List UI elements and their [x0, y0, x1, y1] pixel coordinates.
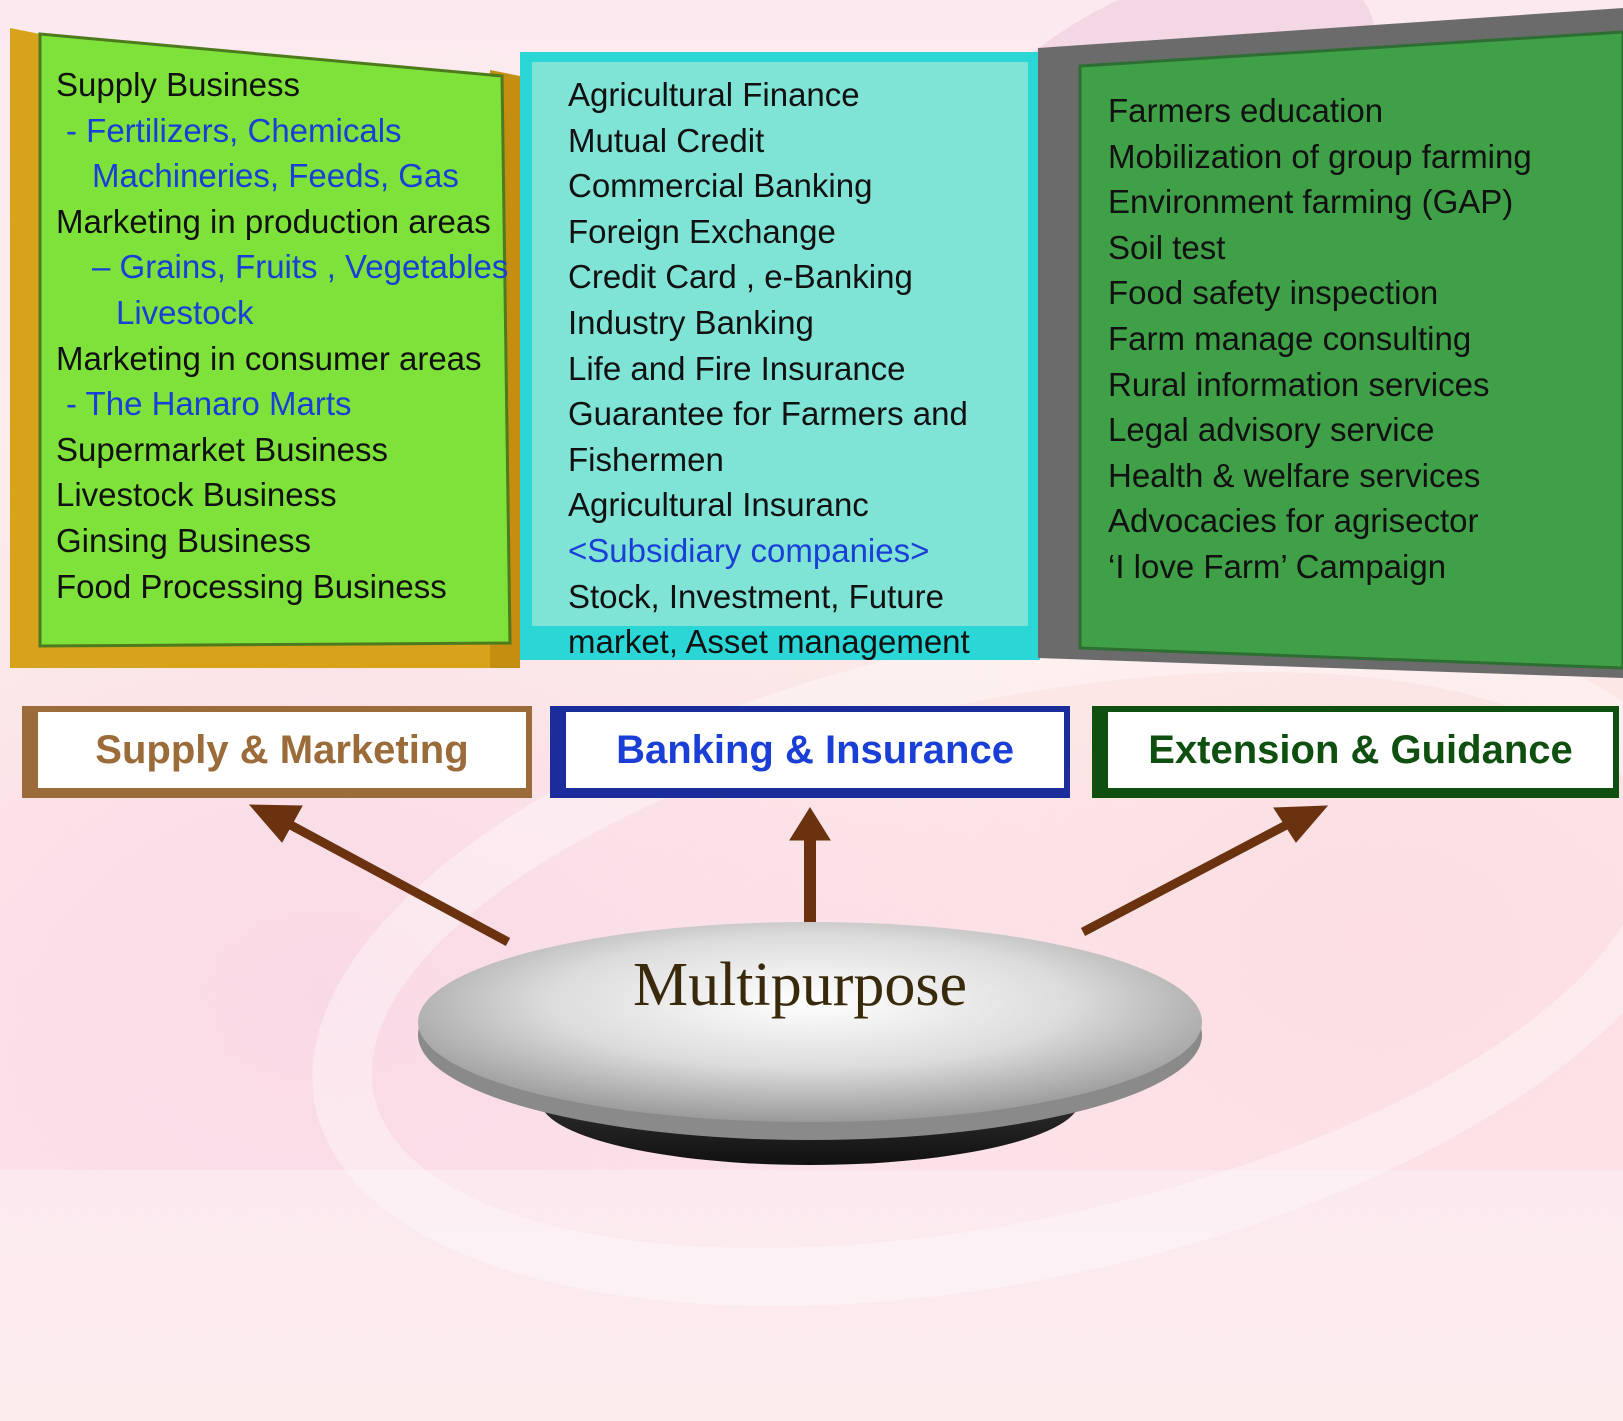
supply-item-11: Food Processing Business	[56, 567, 447, 605]
supply-item-7: - The Hanaro Marts	[66, 385, 352, 423]
extension-item-5: Farm manage consulting	[1108, 319, 1472, 357]
multipurpose-label: Multipurpose	[632, 951, 968, 1019]
banking-item-11: Stock, Investment, Future	[568, 577, 944, 615]
banking-item-10: <Subsidiary companies>	[568, 531, 930, 569]
multipurpose-disc	[418, 922, 1202, 1165]
supply-item-3: Marketing in production areas	[56, 202, 491, 240]
extension-item-1: Mobilization of group farming	[1108, 137, 1532, 175]
supply-panel-frame	[10, 28, 520, 668]
extension-item-7: Legal advisory service	[1108, 411, 1435, 449]
banking-item-6: Life and Fire Insurance	[568, 349, 906, 387]
supply-item-1: - Fertilizers, Chemicals	[66, 111, 402, 149]
extension-guidance-label-text: Extension & Guidance	[1148, 727, 1573, 772]
banking-item-5: Industry Banking	[568, 303, 814, 341]
supply-item-4: – Grains, Fruits , Vegetables	[92, 248, 509, 286]
banking-item-0: Agricultural Finance	[568, 76, 860, 113]
banking-item-3: Foreign Exchange	[568, 212, 836, 250]
banking-item-1: Mutual Credit	[568, 121, 765, 159]
supply-marketing-panel: Supply Business - Fertilizers, Chemicals…	[10, 28, 520, 668]
supply-marketing-label-text: Supply & Marketing	[95, 727, 469, 772]
extension-guidance-panel: Farmers education Mobilization of group …	[1038, 8, 1623, 678]
banking-item-9: Agricultural Insuranc	[568, 486, 869, 524]
banking-item-12: market, Asset management	[568, 623, 970, 661]
extension-item-3: Soil test	[1108, 228, 1226, 266]
banking-insurance-label-text: Banking & Insurance	[616, 727, 1014, 772]
banking-item-7: Guarantee for Farmers and	[568, 395, 968, 433]
banking-item-2: Commercial Banking	[568, 167, 873, 205]
extension-item-8: Health & welfare services	[1108, 456, 1481, 494]
banking-panel-frame	[520, 52, 1040, 660]
banking-insurance-label: Banking & Insurance	[550, 706, 1070, 798]
supply-item-6: Marketing in consumer areas	[56, 339, 482, 377]
supply-item-2: Machineries, Feeds, Gas	[92, 157, 459, 195]
extension-item-9: Advocacies for agrisector	[1108, 502, 1479, 540]
supply-item-5: Livestock	[116, 293, 254, 331]
supply-item-0: Supply Business	[56, 66, 300, 103]
supply-item-10: Ginsing Business	[56, 521, 311, 559]
supply-marketing-label: Supply & Marketing	[22, 706, 532, 798]
banking-item-4: Credit Card , e-Banking	[568, 258, 913, 296]
extension-item-10: ‘I love Farm’ Campaign	[1108, 547, 1447, 585]
extension-guidance-label: Extension & Guidance	[1092, 706, 1619, 798]
extension-item-0: Farmers education	[1108, 92, 1384, 129]
extension-item-6: Rural information services	[1108, 365, 1490, 403]
extension-item-4: Food safety inspection	[1108, 274, 1439, 312]
supply-item-9: Livestock Business	[56, 476, 337, 514]
extension-panel-frame	[1038, 8, 1623, 678]
extension-item-2: Environment farming (GAP)	[1108, 183, 1514, 221]
banking-item-8: Fishermen	[568, 440, 724, 478]
supply-item-8: Supermarket Business	[56, 430, 388, 468]
banking-insurance-panel: Agricultural Finance Mutual Credit Comme…	[520, 52, 1040, 660]
